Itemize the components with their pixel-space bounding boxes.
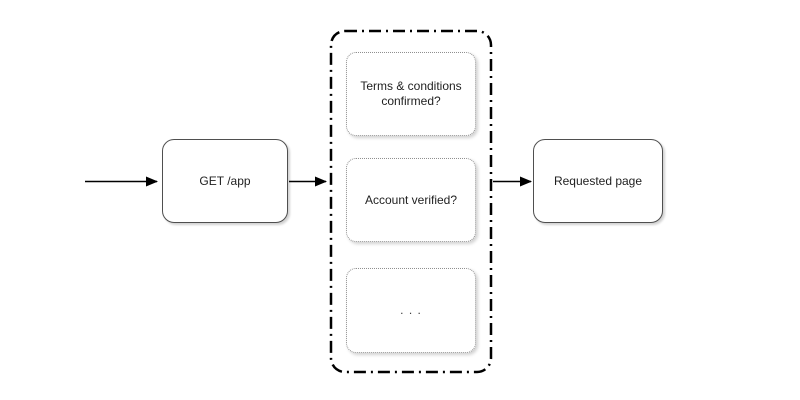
check-node-ellipsis: . . . bbox=[346, 268, 476, 353]
check-node-terms-conditions: Terms & conditions confirmed? bbox=[346, 52, 476, 136]
check-node-ellipsis-label: . . . bbox=[400, 303, 422, 317]
check-node-account-verified: Account verified? bbox=[346, 158, 476, 242]
node-get-app-label: GET /app bbox=[199, 173, 251, 188]
node-requested-page-label: Requested page bbox=[553, 173, 643, 188]
node-get-app: GET /app bbox=[162, 139, 288, 223]
middleware-group-border bbox=[329, 29, 493, 374]
check-node-terms-conditions-label: Terms & conditions confirmed? bbox=[360, 79, 462, 108]
node-requested-page: Requested page bbox=[533, 139, 663, 223]
check-node-account-verified-label: Account verified? bbox=[364, 192, 458, 207]
